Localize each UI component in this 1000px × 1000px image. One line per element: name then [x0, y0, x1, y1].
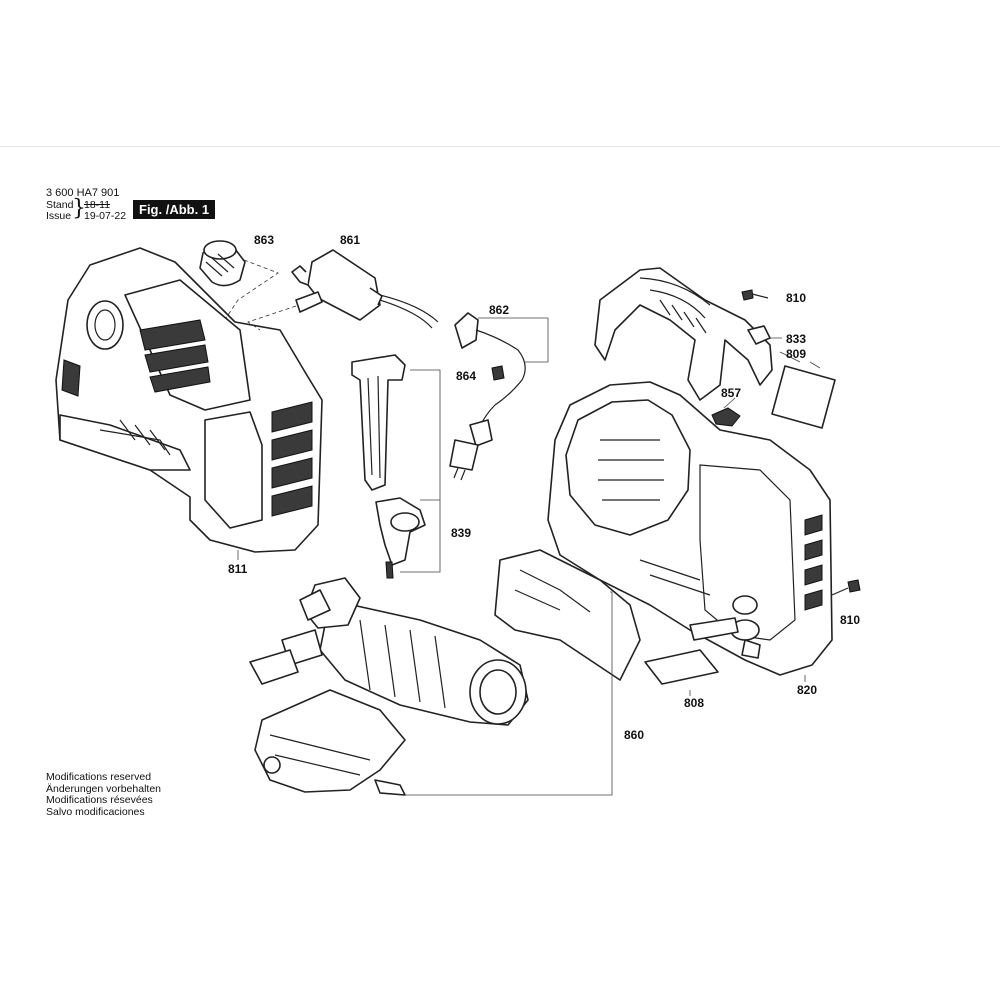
figure-label: Fig. /Abb. 1 — [133, 200, 216, 219]
power-cord-862 — [449, 312, 526, 481]
motor-pump-860 — [249, 549, 641, 796]
screw-810-top — [741, 289, 769, 301]
label-plate-808 — [644, 649, 719, 685]
footer-line-2: Änderungen vorbehalten — [46, 782, 162, 795]
callout-857: 857 — [721, 386, 741, 400]
footer-notes: Modifications reserved Änderungen vorbeh… — [46, 771, 162, 818]
brace-glyph: } — [72, 196, 86, 221]
callout-864: 864 — [456, 369, 476, 383]
screw-810-right — [831, 579, 861, 596]
callout-810-right: 810 — [840, 613, 860, 627]
callout-820: 820 — [797, 683, 817, 697]
label-plate-809 — [771, 365, 836, 429]
leader-860 — [405, 591, 613, 796]
callout-862: 862 — [489, 303, 509, 317]
part-857 — [711, 407, 741, 427]
footer-line-4: Salvo modificaciones — [46, 805, 145, 818]
clip-864 — [491, 365, 505, 381]
stand-label: Stand — [46, 199, 74, 211]
footer-line-1: Modifications reserved — [46, 771, 152, 783]
callout-833: 833 — [786, 332, 806, 346]
revision-labels: Stand Issue — [46, 200, 73, 222]
callout-811: 811 — [228, 562, 248, 576]
handle-part-839 — [351, 354, 426, 579]
rear-housing-820 — [547, 381, 833, 676]
callout-860: 860 — [624, 728, 644, 742]
date-old: 18-11 — [84, 199, 111, 211]
housing-front-811 — [55, 247, 323, 553]
date-new: 19-07-22 — [84, 210, 127, 222]
callout-863: 863 — [254, 233, 274, 247]
footer-line-3: Modifications résevées — [46, 794, 153, 806]
leader-862 — [478, 317, 549, 363]
leader-833-809 — [770, 337, 821, 369]
revision-dates: 18-11 19-07-22 — [84, 200, 126, 222]
page-divider — [0, 146, 1000, 147]
switch-assembly-line — [247, 305, 297, 331]
callout-839: 839 — [451, 526, 471, 540]
document-number: 3 600 HA7 901 — [46, 187, 120, 199]
callout-809: 809 — [786, 347, 806, 361]
switch-861 — [291, 249, 439, 329]
callout-861: 861 — [340, 233, 360, 247]
top-cover — [594, 267, 773, 401]
knob-863 — [199, 240, 246, 287]
callout-808: 808 — [684, 696, 704, 710]
leader-857 — [723, 397, 736, 409]
callout-810-top: 810 — [786, 291, 806, 305]
leader-839 — [400, 369, 441, 573]
issue-label: Issue — [46, 210, 72, 222]
